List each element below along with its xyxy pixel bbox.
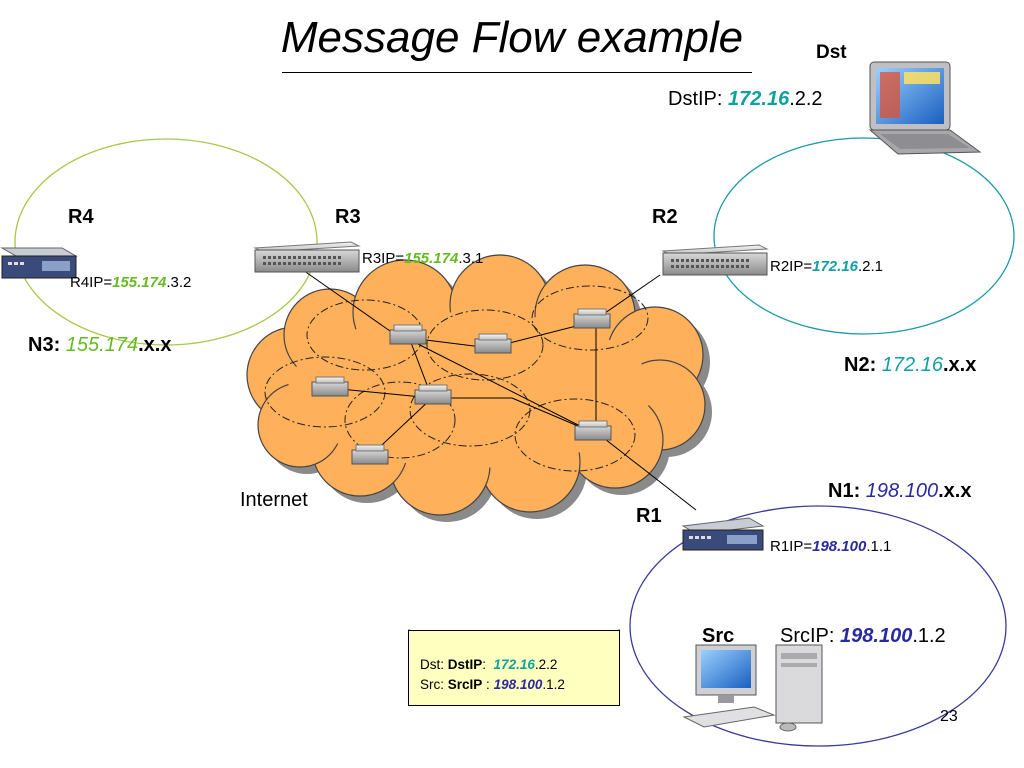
dst-ip-net: 172.16 [728, 88, 790, 110]
src-desktop-icon [682, 644, 823, 732]
n1-label-prefix: N1: [828, 480, 866, 502]
packet-dst-net: 172.16 [493, 657, 535, 672]
r1-label: R1 [636, 505, 662, 527]
r1-router-icon [681, 517, 765, 551]
slide-title: Message Flow example [280, 13, 744, 62]
src-label: Src [702, 625, 735, 647]
r2-ip-prefix: R2IP= [770, 258, 813, 275]
cloud-router-3 [573, 308, 611, 329]
packet-src-sep: : [482, 677, 494, 692]
packet-dst-host: .2.2 [534, 657, 558, 672]
r4-ip-prefix: R4IP= [70, 274, 113, 291]
n2-label: N2: 172.16.x.x [844, 354, 976, 377]
dst-ip-host: .2.2 [789, 88, 823, 110]
packet-dst-sep: : [482, 657, 494, 672]
r3-label: R3 [335, 206, 361, 228]
n2-net: 172.16 [881, 354, 943, 376]
cloud-router-7 [351, 444, 389, 465]
packet-src-field: SrcIP [447, 677, 483, 692]
r2-label: R2 [652, 206, 678, 228]
packet-src-prefix: Src: [420, 677, 448, 692]
n1-suffix: .x.x [938, 480, 972, 502]
r3-ip-host: .3.1 [458, 250, 484, 267]
packet-src-line: Src: SrcIP : 198.100.1.2 [420, 677, 565, 692]
dst-ip: DstIP: 172.16.2.2 [668, 88, 823, 111]
packet-src-net: 198.100 [493, 677, 543, 692]
src-ip-net: 198.100 [840, 625, 913, 647]
n3-net: 155.174 [65, 334, 139, 356]
r3-ip: R3IP=155.174.3.1 [362, 250, 483, 267]
r2-ip-net: 172.16 [812, 258, 858, 275]
r2-switch-icon [661, 244, 769, 276]
r1-ip-prefix: R1IP= [770, 538, 813, 555]
r2-ip: R2IP=172.16.2.1 [770, 258, 883, 275]
cloud-router-1 [389, 324, 427, 345]
packet-dst-line: Dst: DstIP: 172.16.2.2 [420, 657, 557, 672]
src-ip-host: .1.2 [912, 625, 946, 647]
r2-ip-host: .2.1 [858, 258, 884, 275]
n1-label: N1: 198.100.x.x [828, 480, 971, 503]
n3-network-circle [14, 138, 318, 346]
r3-switch-icon [253, 241, 361, 273]
r4-ip: R4IP=155.174.3.2 [70, 274, 191, 291]
n3-label-prefix: N3: [28, 334, 66, 356]
r4-ip-net: 155.174 [112, 274, 167, 291]
cloud-router-6 [574, 420, 612, 441]
r1-ip-net: 198.100 [812, 538, 867, 555]
n1-network-circle [629, 505, 1007, 747]
n2-network-circle [713, 137, 1015, 335]
packet-header-box: Dst: DstIP: 172.16.2.2 Src: SrcIP : 198.… [408, 630, 620, 706]
cloud-router-2 [474, 333, 512, 354]
r4-ip-host: .3.2 [166, 274, 192, 291]
n1-net: 198.100 [865, 480, 939, 502]
r3-ip-prefix: R3IP= [362, 250, 405, 267]
n2-label-prefix: N2: [844, 354, 882, 376]
n3-label: N3: 155.174.x.x [28, 334, 171, 357]
n3-suffix: .x.x [138, 334, 172, 356]
packet-dst-prefix: Dst: [420, 657, 448, 672]
r1-ip: R1IP=198.100.1.1 [770, 538, 891, 555]
internet-label: Internet [240, 489, 308, 511]
r1-ip-host: .1.1 [866, 538, 892, 555]
packet-src-host: .1.2 [542, 677, 565, 692]
page-number: 23 [940, 708, 958, 725]
n2-suffix: .x.x [942, 354, 977, 376]
r4-label: R4 [68, 206, 94, 228]
dst-laptop-icon [868, 61, 982, 155]
src-ip: SrcIP: 198.100.1.2 [780, 625, 946, 648]
r4-router-icon [0, 247, 78, 279]
title-underline [282, 72, 752, 73]
src-ip-prefix: SrcIP: [780, 625, 841, 647]
r3-ip-net: 155.174 [404, 250, 459, 267]
cloud-router-4 [311, 376, 349, 397]
dst-label: Dst [816, 42, 847, 63]
packet-dst-field: DstIP [447, 657, 483, 672]
dst-ip-prefix: DstIP: [668, 88, 729, 110]
cloud-router-5 [414, 384, 452, 405]
